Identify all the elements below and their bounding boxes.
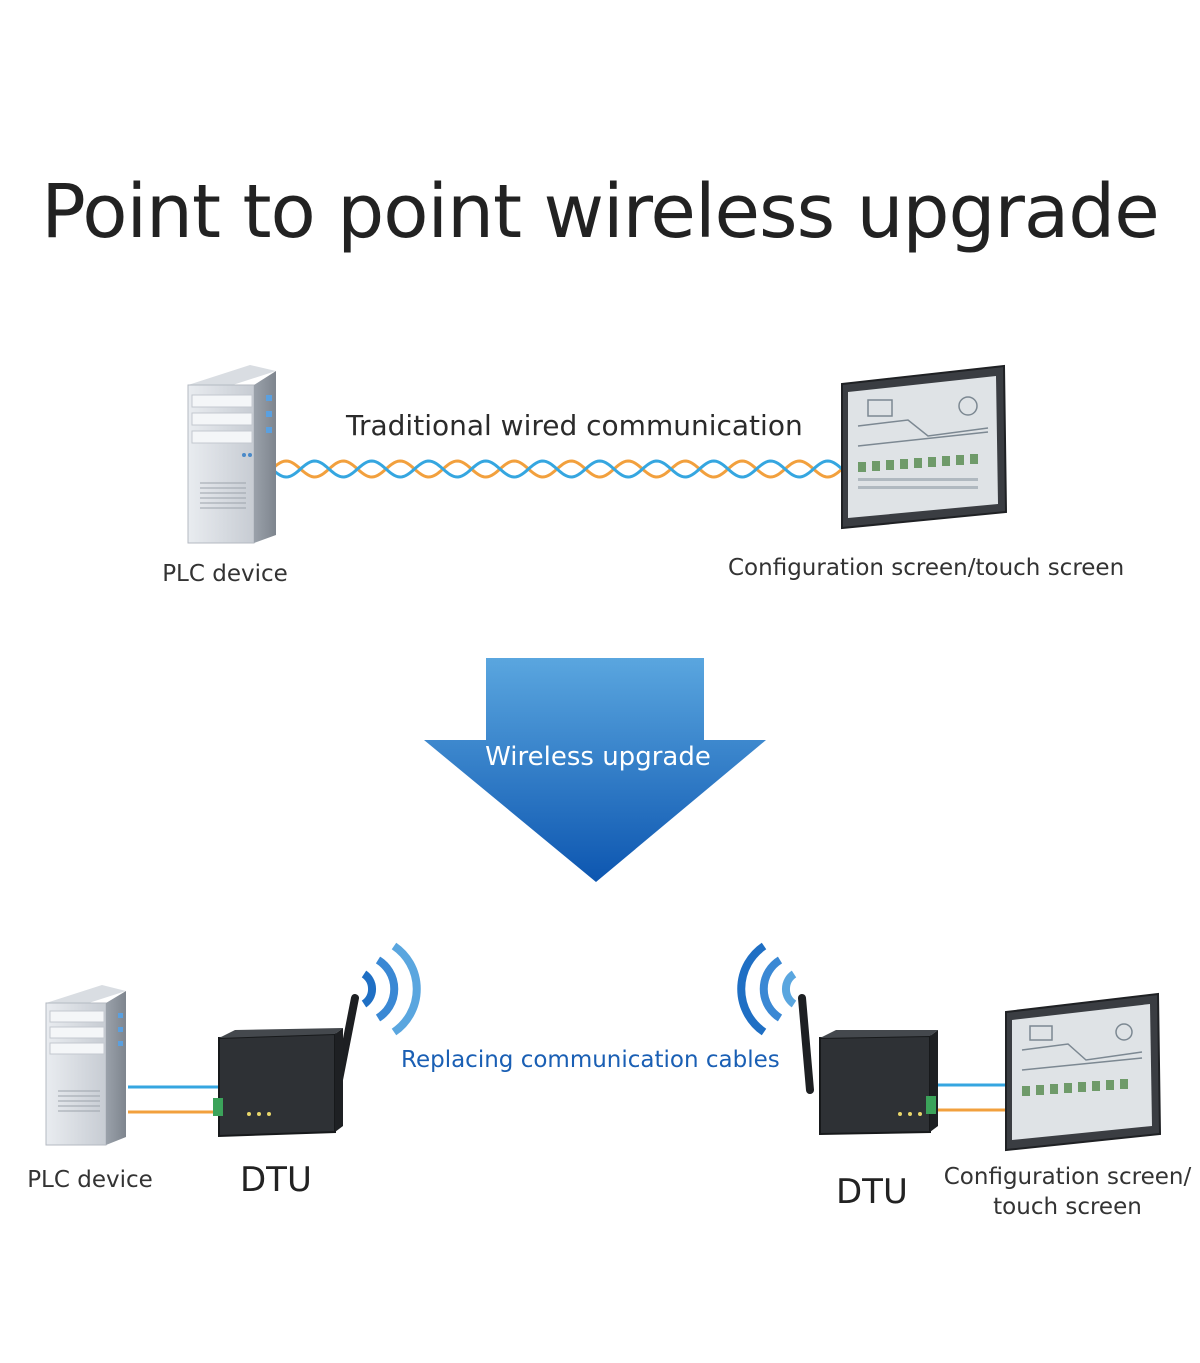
plc-label-top: PLC device xyxy=(162,561,288,587)
plc-label-bottom: PLC device xyxy=(27,1167,153,1193)
screen-label-bottom-line1: Configuration screen/ xyxy=(943,1164,1192,1190)
plc-server-icon-bottom xyxy=(45,985,126,1146)
signal-waves-icon-right xyxy=(737,942,797,1036)
dtu-device-icon-right xyxy=(798,994,938,1136)
screen-label-bottom-line2: touch screen xyxy=(993,1194,1142,1220)
arrow-label: Wireless upgrade xyxy=(485,742,711,772)
link-label: Replacing communication cables xyxy=(401,1047,780,1073)
cable-label: Traditional wired communication xyxy=(346,409,803,442)
down-arrow-icon xyxy=(424,658,766,882)
page-title: Point to point wireless upgrade xyxy=(41,169,1160,255)
touch-screen-icon xyxy=(841,364,1008,530)
touch-screen-icon-bottom xyxy=(1005,992,1162,1152)
dtu-label-right: DTU xyxy=(836,1172,908,1212)
cable-strand-orange xyxy=(271,459,847,479)
cable-strand-blue xyxy=(271,459,847,479)
signal-waves-icon-left xyxy=(361,942,421,1036)
screen-label-top: Configuration screen/touch screen xyxy=(728,555,1125,581)
dtu-device-icon-left xyxy=(213,994,359,1138)
dtu-label-left: DTU xyxy=(240,1160,312,1200)
plc-server-icon xyxy=(187,365,276,544)
